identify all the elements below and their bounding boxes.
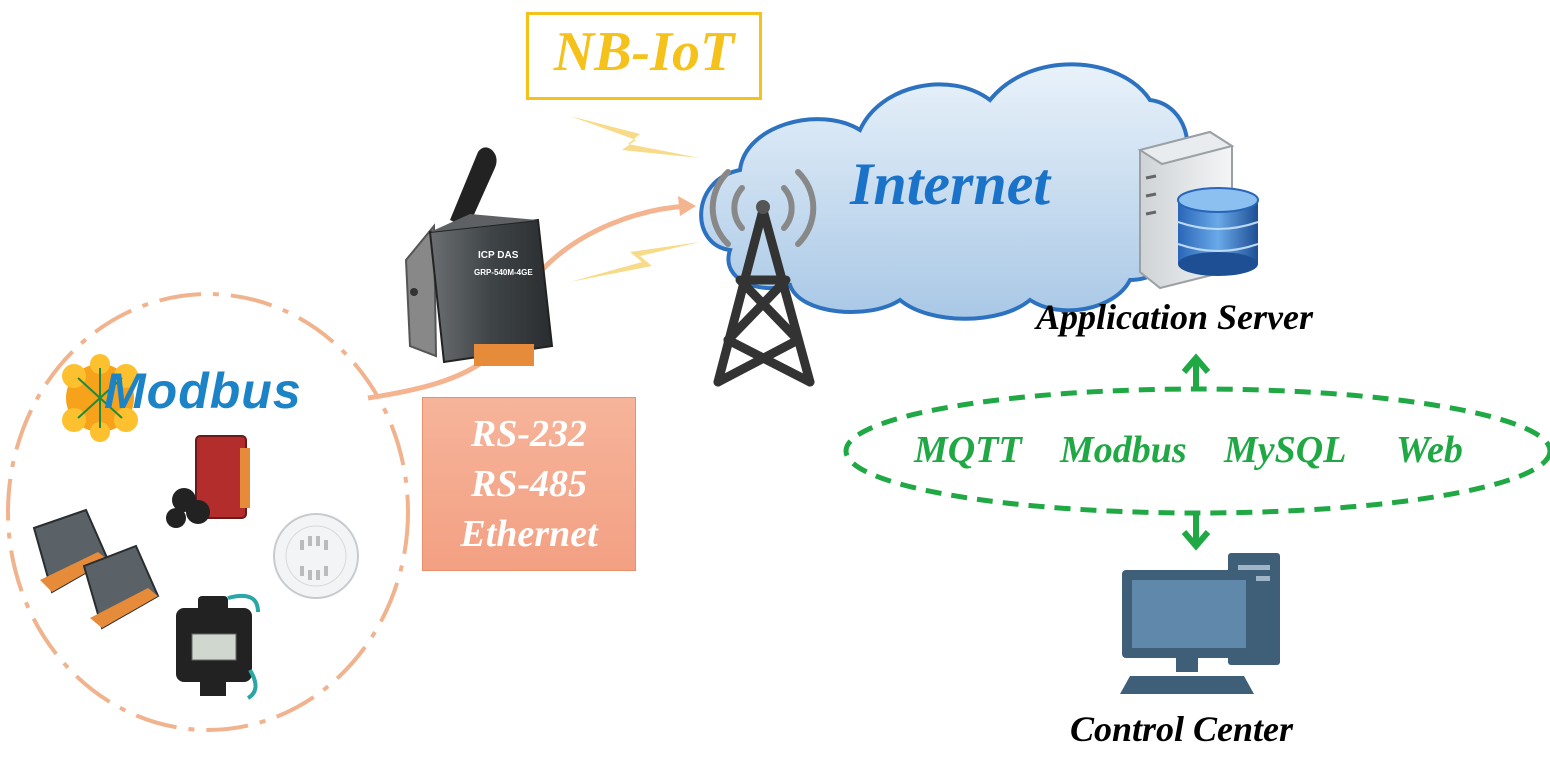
protocol-ellipse: [843, 386, 1550, 516]
database-icon: [1177, 187, 1259, 276]
modbus-logo-icon: [62, 354, 138, 442]
interface-rs485: RS-485: [470, 463, 588, 505]
protocol-mqtt: MQTT: [914, 429, 1022, 471]
application-server-label: Application Server: [1036, 297, 1313, 337]
server-protocol-arrow: [1181, 353, 1211, 388]
io-module-red-icon: [166, 435, 250, 528]
protocol-control-arrow: [1181, 514, 1211, 551]
modbus-logo-text: Modbus: [104, 363, 302, 419]
display-meter-icon: [176, 593, 260, 700]
interface-ethernet: Ethernet: [460, 513, 598, 555]
humidity-sensor-icon: [273, 513, 359, 599]
protocol-web: Web: [1396, 429, 1463, 471]
modbus-to-gateway-link: [367, 356, 490, 401]
nbiot-label: NB-IoT: [553, 21, 735, 83]
internet-label: Internet: [850, 151, 1051, 217]
gateway-model: GRP-540M-4GE: [474, 268, 533, 277]
computer-icon: [1120, 553, 1280, 694]
protocol-mysql: MySQL: [1224, 429, 1347, 471]
gateway-to-tower-link: [540, 203, 691, 272]
wireless-bolt-lower: [570, 242, 700, 282]
cell-tower-icon: [709, 169, 817, 387]
control-center-label: Control Center: [1070, 709, 1294, 749]
gateway-device-icon: [404, 147, 554, 366]
gateway-brand: ICP DAS: [478, 250, 519, 261]
modbus-device-group-circle: [6, 292, 410, 732]
protocol-modbus: Modbus: [1060, 429, 1187, 471]
nbiot-label-box: [526, 12, 762, 100]
io-module-right-icon: [82, 544, 160, 630]
interface-box: [422, 397, 636, 571]
wireless-bolt-upper: [570, 116, 700, 158]
gateway-arrow-head: [678, 196, 696, 216]
interface-rs232: RS-232: [470, 413, 588, 455]
